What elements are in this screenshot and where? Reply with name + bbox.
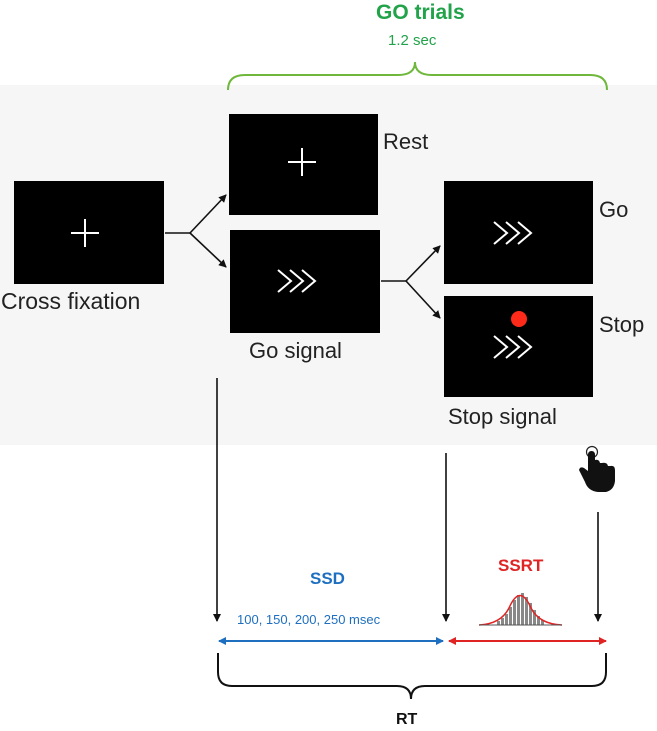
rest-label: Rest xyxy=(383,129,429,154)
stop-label: Stop xyxy=(599,312,645,337)
cross-fixation-label: Cross fixation xyxy=(1,288,141,314)
go-trials-brace xyxy=(227,61,608,91)
pointing-hand-icon xyxy=(579,445,615,492)
stop-signal-label: Stop signal xyxy=(448,404,557,429)
stop-chevrons-icon xyxy=(493,335,533,359)
go-trials-duration: 1.2 sec xyxy=(388,32,437,49)
go-trials-title: GO trials xyxy=(376,1,465,24)
go-signal-label: Go signal xyxy=(249,338,342,363)
rt-brace xyxy=(217,653,607,700)
go-chevrons-icon xyxy=(493,221,533,245)
stop-dot-icon xyxy=(511,311,527,327)
rest-plus-icon xyxy=(288,148,316,176)
rest-screen xyxy=(229,114,378,215)
branch-arrows-2 xyxy=(381,245,441,319)
ssd-values: 100, 150, 200, 250 msec xyxy=(237,612,381,627)
ssd-label: SSD xyxy=(310,569,345,588)
rt-label: RT xyxy=(396,711,418,728)
go-signal-chevrons-icon xyxy=(277,269,317,293)
cross-fixation-plus-icon xyxy=(71,219,99,247)
distribution-histogram-icon xyxy=(478,593,563,626)
go-signal-screen xyxy=(230,230,380,333)
branch-arrows-1 xyxy=(165,194,227,268)
go-label: Go xyxy=(599,197,629,222)
ssrt-label: SSRT xyxy=(498,556,544,575)
